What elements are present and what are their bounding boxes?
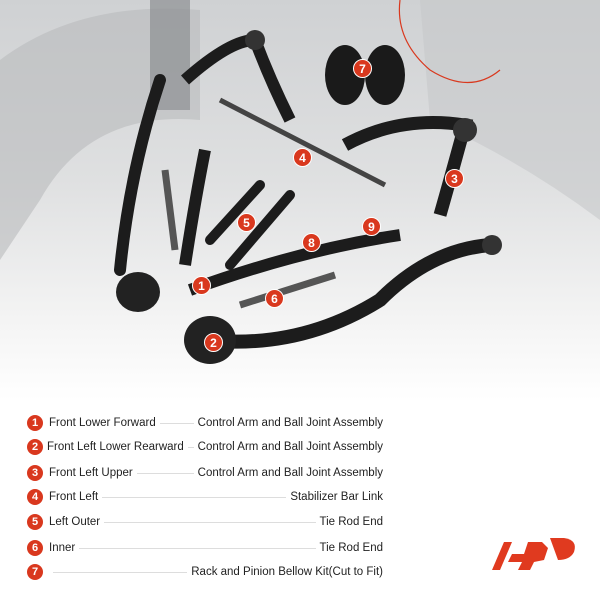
legend-item: 2 Front Left Lower Rearward Control Arm … bbox=[27, 438, 383, 456]
legend-number: 6 bbox=[27, 540, 43, 556]
divider bbox=[136, 472, 194, 474]
legend-item: 7 Rack and Pinion Bellow Kit(Cut to Fit) bbox=[27, 563, 383, 581]
divider bbox=[159, 422, 194, 424]
callout-badge: 8 bbox=[302, 233, 321, 252]
legend-position: Front Left Upper bbox=[49, 467, 133, 479]
legend-part: Control Arm and Ball Joint Assembly bbox=[197, 441, 383, 453]
legend-part: Rack and Pinion Bellow Kit(Cut to Fit) bbox=[191, 566, 383, 578]
callout-badge: 9 bbox=[362, 217, 381, 236]
legend-position: Left Outer bbox=[49, 516, 101, 528]
divider bbox=[187, 446, 194, 448]
legend-part: Stabilizer Bar Link bbox=[290, 491, 383, 503]
callout-badge: 4 bbox=[293, 148, 312, 167]
callout-badge: 1 bbox=[192, 276, 211, 295]
legend-number: 1 bbox=[27, 415, 43, 431]
legend-item: 6 Inner Tie Rod End bbox=[27, 539, 383, 557]
legend-position: Inner bbox=[49, 542, 76, 554]
divider bbox=[104, 521, 316, 523]
legend-number: 5 bbox=[27, 514, 43, 530]
legend-position: Front Left Lower Rearward bbox=[47, 441, 184, 453]
legend-part: Tie Rod End bbox=[319, 516, 384, 528]
legend-part: Tie Rod End bbox=[319, 542, 384, 554]
callout-badge: 5 bbox=[237, 213, 256, 232]
legend-part: Control Arm and Ball Joint Assembly bbox=[197, 417, 383, 429]
legend-item: 1 Front Lower Forward Control Arm and Ba… bbox=[27, 414, 383, 432]
legend-item: 4 Front Left Stabilizer Bar Link bbox=[27, 488, 383, 506]
brand-logo-icon bbox=[488, 530, 580, 579]
callout-badge: 3 bbox=[445, 169, 464, 188]
callout-badge: 2 bbox=[204, 333, 223, 352]
legend-position: Front Lower Forward bbox=[49, 417, 156, 429]
callout-badge: 7 bbox=[353, 59, 372, 78]
legend-part: Control Arm and Ball Joint Assembly bbox=[197, 467, 383, 479]
legend-number: 4 bbox=[27, 489, 43, 505]
divider bbox=[79, 547, 316, 549]
legend-item: 3 Front Left Upper Control Arm and Ball … bbox=[27, 464, 383, 482]
legend-number: 7 bbox=[27, 564, 43, 580]
legend-item: 5 Left Outer Tie Rod End bbox=[27, 513, 383, 531]
suspension-parts-illustration bbox=[0, 0, 600, 364]
divider bbox=[53, 571, 188, 573]
callout-badge: 6 bbox=[265, 289, 284, 308]
product-photo: 1 2 3 4 5 6 7 8 9 bbox=[0, 0, 600, 400]
legend-number: 3 bbox=[27, 465, 43, 481]
legend-number: 2 bbox=[27, 439, 43, 455]
divider bbox=[102, 496, 287, 498]
legend-position: Front Left bbox=[49, 491, 99, 503]
